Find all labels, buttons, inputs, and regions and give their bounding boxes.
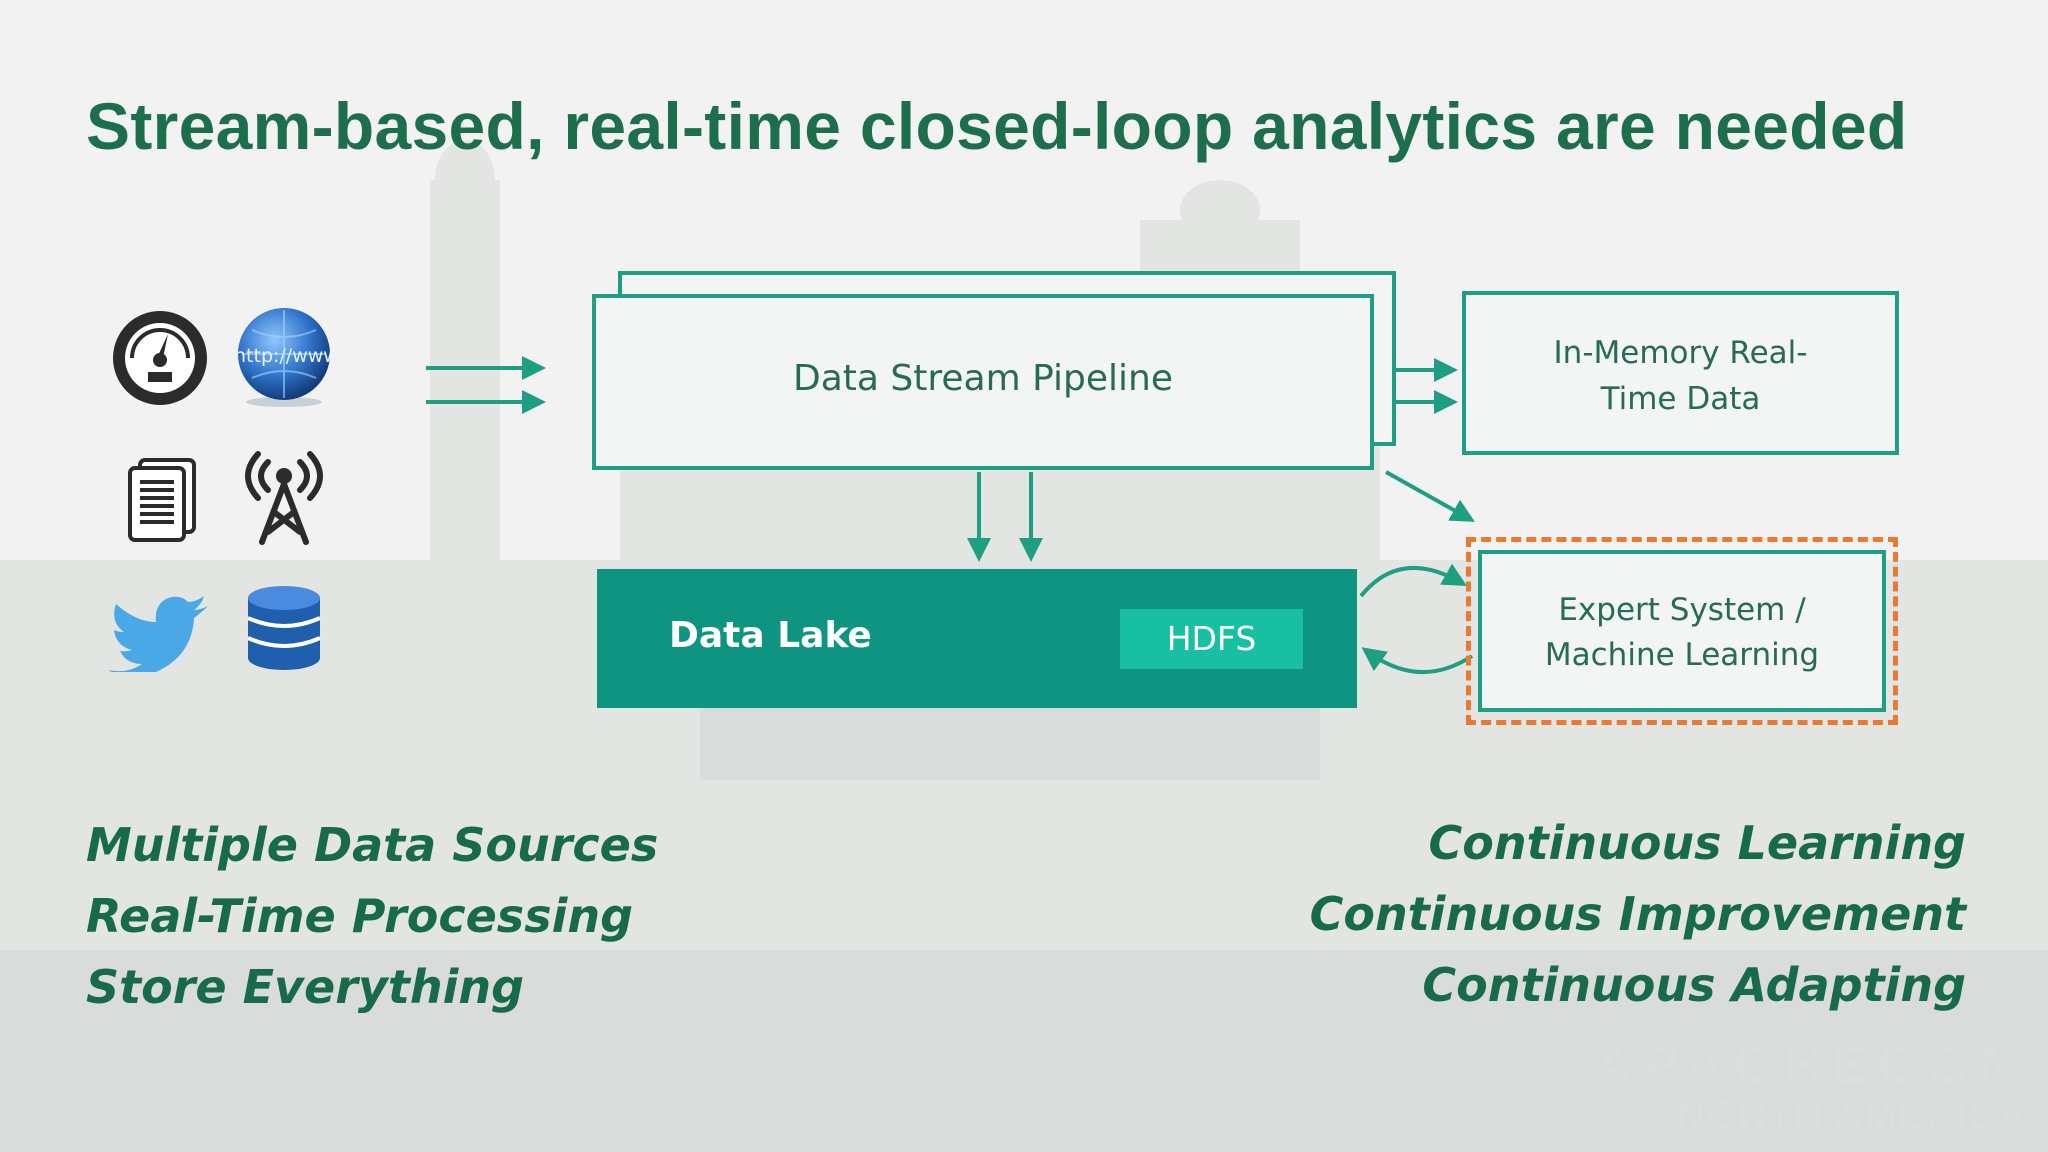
hdfs-badge: HDFS bbox=[1120, 609, 1303, 669]
slide-title: Stream-based, real-time closed-loop anal… bbox=[86, 89, 1908, 163]
pipeline-label: Data Stream Pipeline bbox=[793, 358, 1173, 399]
expert-system-box: Expert System / Machine Learning bbox=[1478, 550, 1886, 712]
documents-icon bbox=[124, 456, 200, 546]
database-icon bbox=[244, 584, 324, 676]
in-memory-line2: Time Data bbox=[1600, 381, 1761, 417]
expert-line1: Expert System / bbox=[1558, 592, 1806, 628]
data-stream-pipeline: Data Stream Pipeline bbox=[592, 294, 1374, 470]
dashed-highlight bbox=[1466, 537, 1898, 725]
list-item: Continuous Adapting bbox=[1422, 958, 1966, 1012]
watermark-line1: APACHECON bbox=[1593, 1035, 2028, 1095]
list-item: Real-Time Processing bbox=[86, 889, 634, 943]
antenna-icon bbox=[240, 450, 328, 550]
list-item: Continuous Improvement bbox=[1309, 887, 1966, 941]
expert-line2: Machine Learning bbox=[1544, 637, 1820, 673]
twitter-bird-icon bbox=[108, 596, 212, 677]
globe-icon: http://www bbox=[232, 304, 339, 412]
data-lake-label: Data Lake bbox=[669, 615, 872, 656]
in-memory-line1: In-Memory Real- bbox=[1553, 335, 1808, 371]
list-item: Multiple Data Sources bbox=[86, 818, 659, 872]
svg-text:http://www: http://www bbox=[234, 345, 336, 367]
left-bullet-list: Multiple Data Sources Real-Time Processi… bbox=[86, 810, 658, 1023]
right-bullet-list: Continuous Learning Continuous Improveme… bbox=[1310, 808, 1966, 1021]
gauge-icon bbox=[108, 306, 212, 414]
in-memory-box: In-Memory Real- Time Data bbox=[1462, 291, 1899, 455]
list-item: Continuous Learning bbox=[1428, 816, 1966, 870]
list-item: Store Everything bbox=[86, 960, 525, 1014]
data-lake: Data Lake HDFS bbox=[597, 569, 1357, 708]
apachecon-watermark: APACHECON NORTH AMERICA bbox=[1594, 1038, 2028, 1136]
watermark-line2: NORTH AMERICA bbox=[1676, 1094, 2028, 1138]
